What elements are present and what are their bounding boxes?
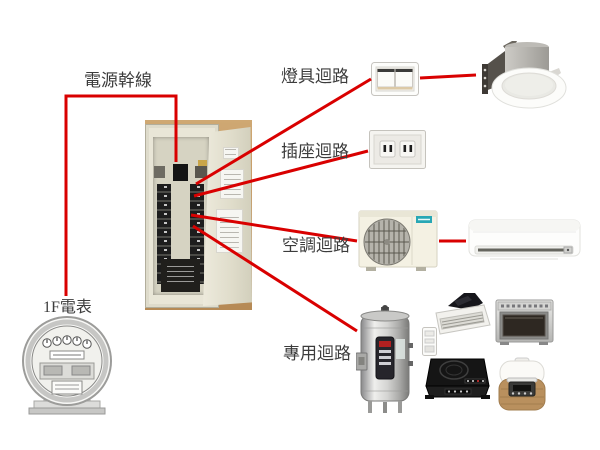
main-breaker (173, 164, 188, 181)
bathroom-ceiling-dryer-fan (430, 291, 494, 337)
panel-aux-left (154, 166, 165, 178)
wall-control-switch (422, 327, 437, 356)
panel-aux-right (195, 166, 207, 178)
panel-door (203, 127, 252, 306)
door-sticker (216, 209, 243, 253)
air-conditioner-indoor-wall-unit (468, 217, 581, 263)
panel-warning-label (161, 259, 200, 292)
recessed-ceiling-downlight (477, 38, 567, 112)
analog-electric-meter (20, 315, 114, 415)
rice-cooker (495, 357, 549, 414)
outlet-circuit-label: 插座迴路 (281, 142, 349, 161)
distribution-panel-photo (145, 120, 252, 310)
induction-cooktop (423, 353, 492, 402)
dedicated-circuit-label: 專用迴路 (283, 344, 351, 363)
panel-hinge (198, 160, 207, 166)
wall-light-switch (371, 62, 419, 96)
lighting-circuit-label: 燈具迴路 (281, 67, 349, 86)
electric-storage-water-heater (356, 305, 414, 415)
door-sticker (220, 169, 244, 199)
main-power-label: 電源幹線 (84, 71, 152, 90)
duplex-wall-outlet (369, 130, 426, 169)
microwave-oven (495, 296, 554, 346)
switch-to-downlight-connector (419, 73, 477, 80)
meter-label: 1F電表 (43, 299, 92, 316)
door-sticker (223, 147, 239, 159)
air-conditioner-outdoor-unit (358, 207, 438, 274)
ac-circuit-label: 空調迴路 (282, 236, 350, 255)
